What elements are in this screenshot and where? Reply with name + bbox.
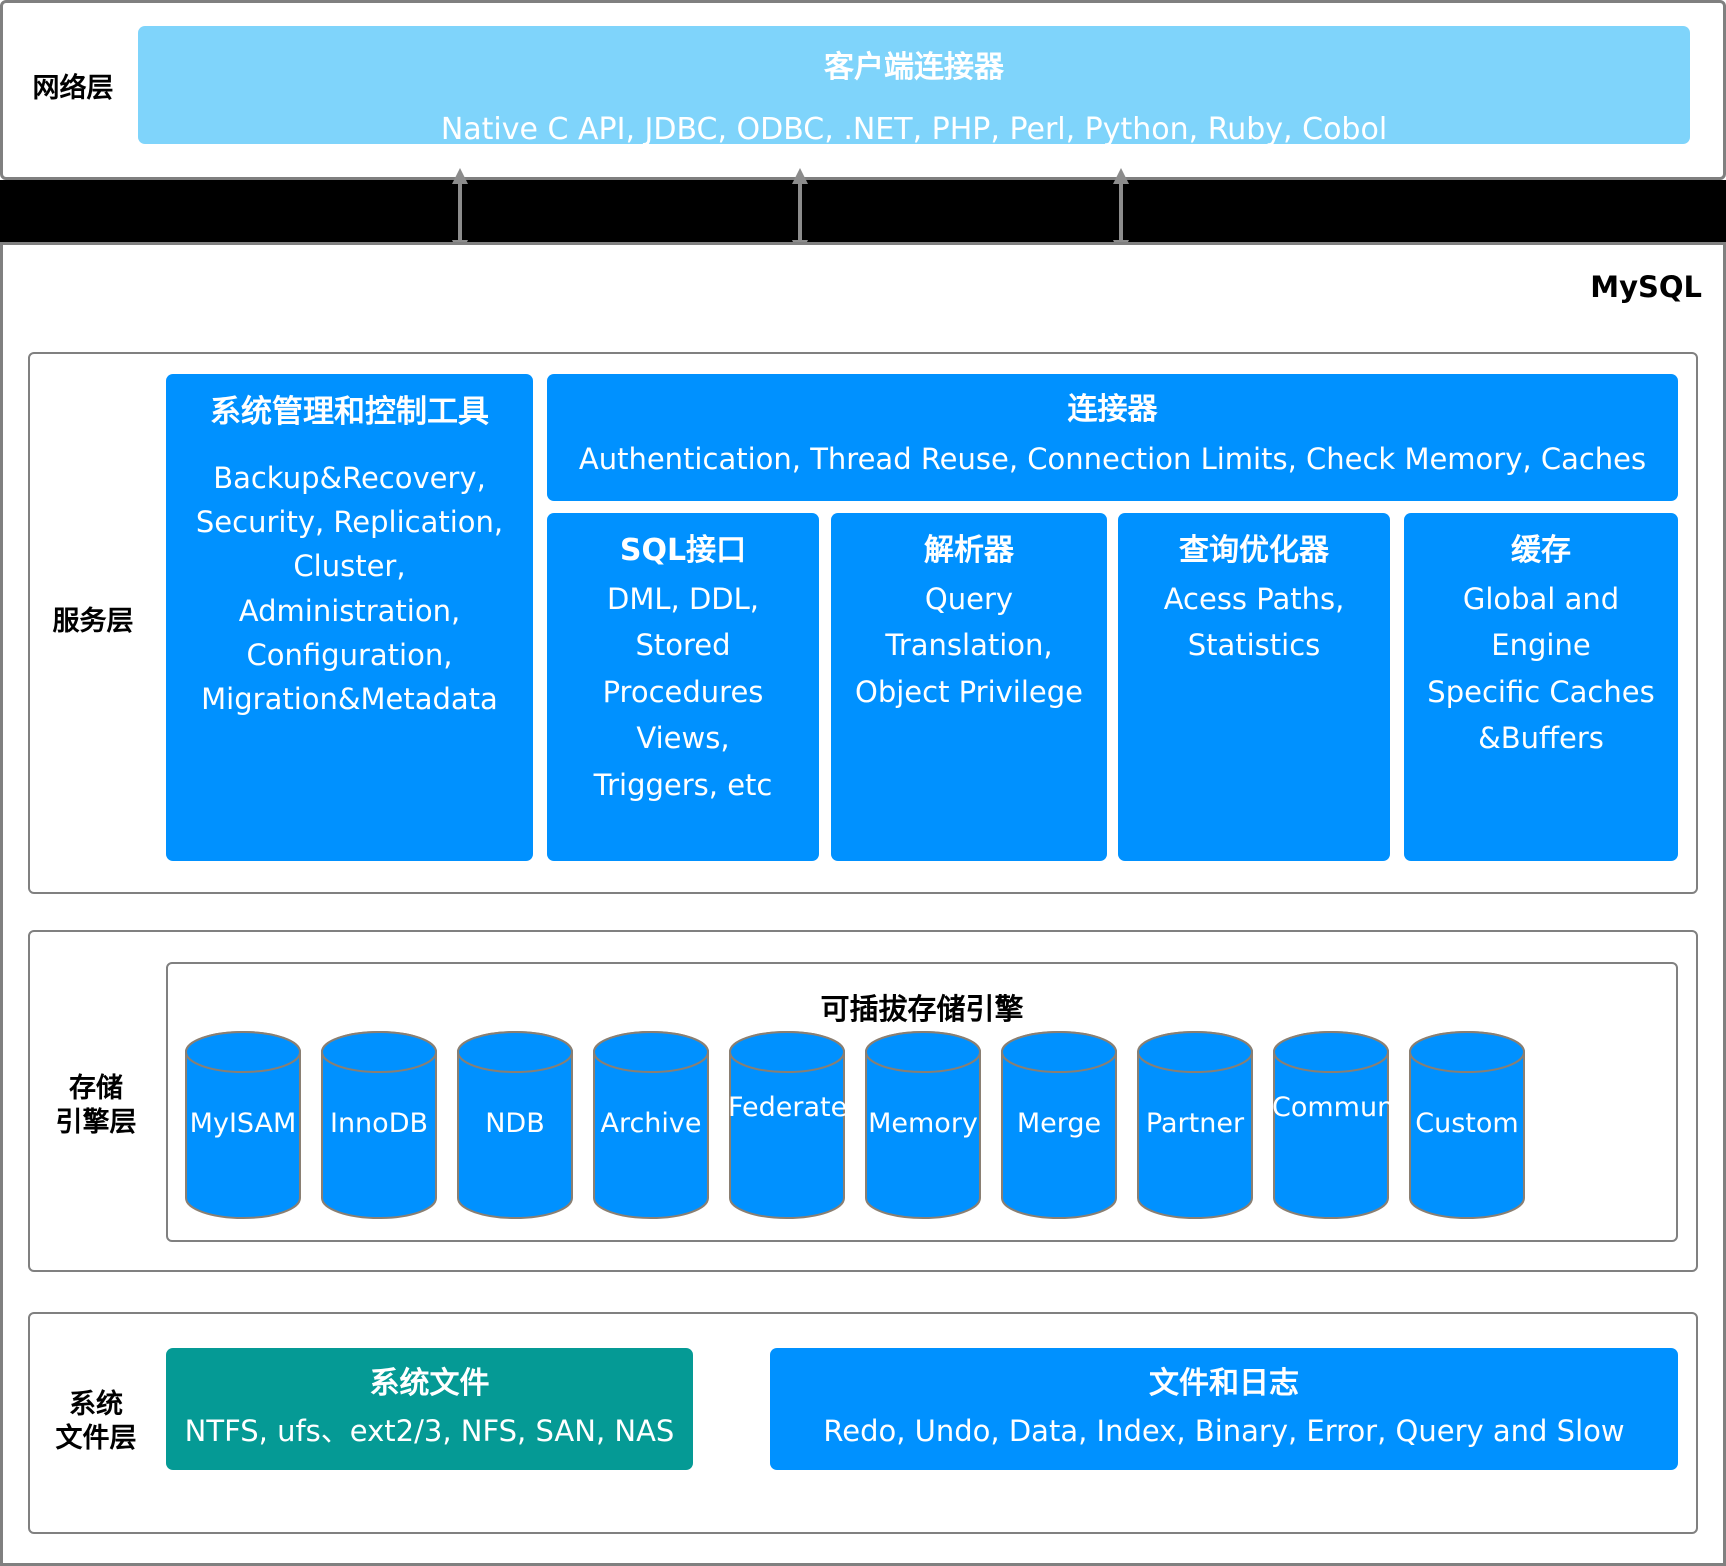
admin-tools-subtitle: Backup&Recovery, Security, Replication, … xyxy=(195,461,504,716)
engine-cylinder-federated: Federated xyxy=(728,1030,864,1220)
connector-box: 连接器 Authentication, Thread Reuse, Connec… xyxy=(547,374,1678,501)
client-connector-subtitle: Native C API, JDBC, ODBC, .NET, PHP, Per… xyxy=(440,112,1388,147)
connector-subtitle: Authentication, Thread Reuse, Connection… xyxy=(578,442,1647,476)
parser-subtitle: Query Translation, Object Privilege xyxy=(855,582,1083,709)
engine-cylinder-community: Community xyxy=(1272,1030,1428,1220)
files-and-logs-title: 文件和日志 xyxy=(1149,1366,1299,1401)
query-optimizer-box: 查询优化器 Acess Paths, Statistics xyxy=(1118,513,1390,861)
system-files-subtitle: NTFS, ufs、ext2/3, NFS, SAN, NAS xyxy=(184,1414,675,1448)
engine-cylinder-archive: Archive xyxy=(592,1030,710,1220)
cache-box: 缓存 Global and Engine Specific Caches &Bu… xyxy=(1404,513,1678,861)
parser-title: 解析器 xyxy=(924,533,1014,568)
sql-interface-box: SQL接口 DML, DDL, Stored Procedures Views,… xyxy=(547,513,819,861)
system-files-title: 系统文件 xyxy=(369,1366,490,1401)
system-files-box: 系统文件 NTFS, ufs、ext2/3, NFS, SAN, NAS xyxy=(166,1348,693,1470)
parser-box: 解析器 Query Translation, Object Privilege xyxy=(831,513,1107,861)
sql-interface-subtitle: DML, DDL, Stored Procedures Views, Trigg… xyxy=(593,582,773,802)
client-connector-title: 客户端连接器 xyxy=(824,50,1004,85)
storage-engine-layer-label: 存储 引擎层 xyxy=(55,1073,137,1138)
engine-cylinder-merge: Merge xyxy=(1000,1030,1118,1220)
engine-cylinder-innodb: InnoDB xyxy=(320,1030,438,1220)
client-connector-box: 客户端连接器 Native C API, JDBC, ODBC, .NET, P… xyxy=(138,26,1690,147)
engine-cylinder-memory: Memory xyxy=(864,1030,982,1220)
sql-interface-title: SQL接口 xyxy=(619,533,747,568)
query-optimizer-title: 查询优化器 xyxy=(1179,533,1329,568)
service-layer-label: 服务层 xyxy=(52,606,134,637)
cache-subtitle: Global and Engine Specific Caches &Buffe… xyxy=(1427,582,1655,756)
network-service-separator-band xyxy=(0,180,1726,242)
engine-cylinder-partner: Partner xyxy=(1136,1030,1254,1220)
files-and-logs-subtitle: Redo, Undo, Data, Index, Binary, Error, … xyxy=(823,1414,1625,1448)
admin-tools-title: 系统管理和控制工具 xyxy=(210,394,489,430)
engine-cylinder-myisam: MyISAM xyxy=(184,1030,302,1220)
engine-cylinder-custom: Custom xyxy=(1408,1030,1526,1220)
connector-title: 连接器 xyxy=(1067,392,1158,427)
engine-cylinder-ndb: NDB xyxy=(456,1030,574,1220)
query-optimizer-subtitle: Acess Paths, Statistics xyxy=(1163,582,1345,663)
pluggable-engines-title: 可插拔存储引擎 xyxy=(820,992,1024,1026)
files-and-logs-box: 文件和日志 Redo, Undo, Data, Index, Binary, E… xyxy=(770,1348,1678,1470)
mysql-label: MySQL xyxy=(1590,270,1702,304)
network-layer-label: 网络层 xyxy=(32,73,114,104)
admin-tools-box: 系统管理和控制工具 Backup&Recovery, Security, Rep… xyxy=(166,374,533,861)
cache-title: 缓存 xyxy=(1511,533,1571,568)
system-file-layer-label: 系统 文件层 xyxy=(55,1389,137,1454)
